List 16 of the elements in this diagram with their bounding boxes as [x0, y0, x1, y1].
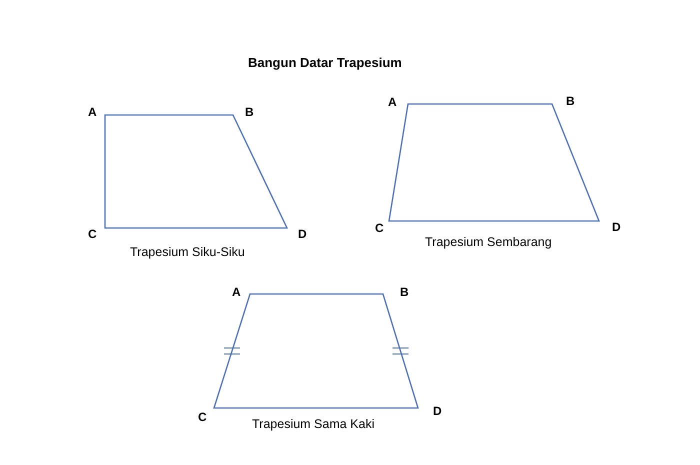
vertex-label: C — [375, 221, 384, 235]
vertex-label: D — [298, 227, 307, 241]
vertex-label: A — [232, 285, 241, 299]
shape-caption: Trapesium Sembarang — [425, 235, 552, 249]
vertex-label: B — [566, 94, 575, 108]
diagram-title: Bangun Datar Trapesium — [248, 55, 402, 70]
shape-caption: Trapesium Sama Kaki — [252, 417, 374, 431]
vertex-label: C — [88, 227, 97, 241]
vertex-label: D — [612, 220, 621, 234]
vertex-label: D — [433, 404, 442, 418]
vertex-label: A — [388, 95, 397, 109]
shape-caption: Trapesium Siku-Siku — [130, 245, 245, 259]
vertex-label: B — [245, 105, 254, 119]
vertex-label: A — [88, 105, 97, 119]
vertex-label: B — [400, 285, 409, 299]
vertex-label: C — [198, 410, 207, 424]
